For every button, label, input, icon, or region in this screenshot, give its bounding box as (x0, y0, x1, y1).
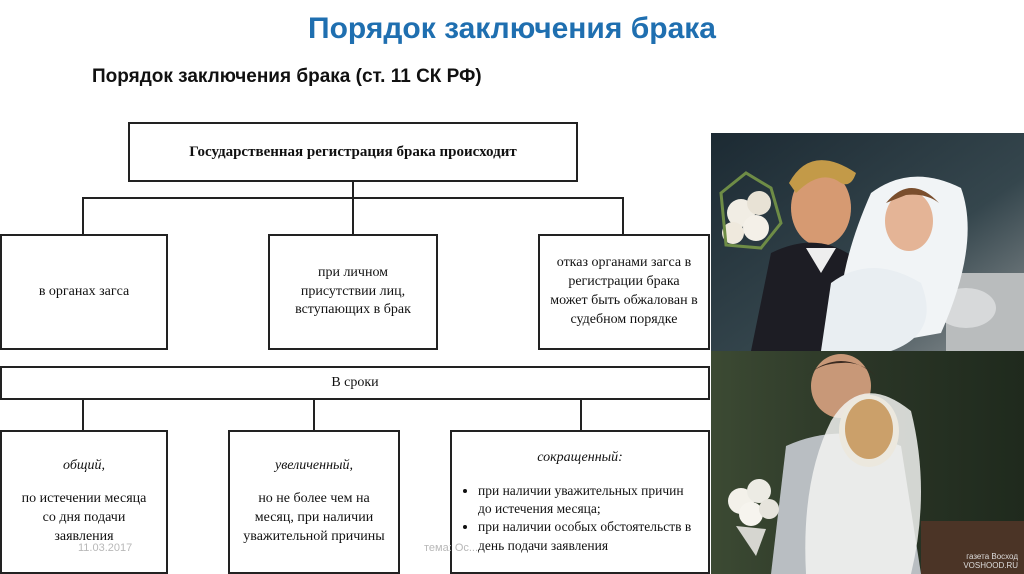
increased-term-text: но не более чем на месяц, при наличии ув… (243, 491, 385, 544)
page-subtitle: Порядок заключения брака (ст. 11 СК РФ) (92, 66, 482, 87)
box-refusal-appeal-text: отказ органами загса в регистрации брака… (550, 255, 698, 327)
connector-row1-left (82, 197, 84, 234)
wedding-photo-bottom-image (711, 351, 1024, 574)
terms-bar-text: В сроки (331, 374, 379, 390)
wedding-photo-bottom: газета Восход VOSHOOD.RU (711, 351, 1024, 574)
registration-box: Государственная регистрация брака происх… (128, 122, 578, 182)
terms-bar: В сроки (0, 366, 710, 400)
reduced-term-label: сокращенный: (537, 450, 623, 466)
connector-row1-right (622, 197, 624, 234)
box-general-term: общий, по истечении месяца со дня подачи… (0, 430, 168, 574)
wedding-photo-top (711, 133, 1024, 351)
general-term-text: по истечении месяца со дня подачи заявле… (21, 491, 147, 544)
box-personal-presence-text: при личном присутствии лиц, вступающих в… (295, 264, 411, 318)
reduced-term-list: при наличии уважительных причин до истеч… (462, 482, 698, 555)
footer-date: 11.03.2017 (78, 542, 133, 554)
general-term-label: общий, (63, 458, 105, 474)
reduced-term-bullet: при наличии уважительных причин до истеч… (478, 482, 698, 518)
registration-box-text: Государственная регистрация брака происх… (189, 143, 517, 160)
box-registry-office: в органах загса (0, 234, 168, 350)
connector-row2-left (82, 400, 84, 430)
increased-term-label: увеличенный, (274, 458, 354, 474)
connector-row1-center (352, 197, 354, 234)
box-refusal-appeal: отказ органами загса в регистрации брака… (538, 234, 710, 350)
footer-topic: тема: Ос... (424, 542, 479, 554)
reduced-term-bullet: при наличии особых обстоятельств в день … (478, 518, 698, 554)
photo-caption: газета Восход VOSHOOD.RU (963, 552, 1018, 571)
connector-row2-center (313, 400, 315, 430)
box-personal-presence: при личном присутствии лиц, вступающих в… (268, 234, 438, 350)
connector-top-vertical (352, 182, 354, 199)
connector-row2-right (580, 400, 582, 430)
box-registry-office-text: в органах загса (38, 283, 130, 299)
box-reduced-term: сокращенный: при наличии уважительных пр… (450, 430, 710, 574)
box-increased-term: увеличенный, но не более чем на месяц, п… (228, 430, 400, 574)
wedding-photo-top-image (711, 133, 1024, 351)
page-title: Порядок заключения брака (308, 12, 716, 45)
